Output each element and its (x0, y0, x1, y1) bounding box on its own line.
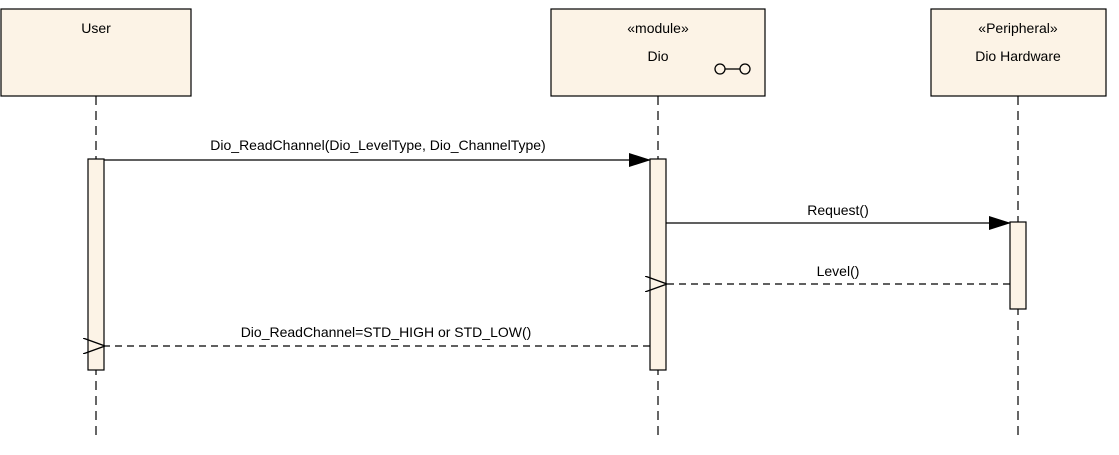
message-request-call-label: Request() (807, 202, 868, 218)
participant-dio-hardware[interactable]: «Peripheral» Dio Hardware (930, 8, 1107, 97)
activation-dio-hardware (1009, 221, 1027, 310)
activation-user (87, 158, 105, 371)
message-dio-readchannel-return-label: Dio_ReadChannel=STD_HIGH or STD_LOW() (241, 324, 532, 340)
participant-user-box (0, 8, 192, 97)
activation-dio (649, 158, 667, 371)
participant-user-name: User (81, 20, 111, 36)
participant-dio-name: Dio (647, 48, 668, 64)
participant-dio-hardware-stereotype: «Peripheral» (978, 20, 1058, 36)
message-request-call[interactable]: Request() (666, 202, 1011, 230)
participant-dio[interactable]: «module» Dio (550, 8, 766, 97)
message-dio-readchannel-call-label: Dio_ReadChannel(Dio_LevelType, Dio_Chann… (210, 137, 545, 153)
participant-user[interactable]: User (0, 8, 192, 97)
participant-dio-hardware-name: Dio Hardware (975, 48, 1061, 64)
message-dio-readchannel-return[interactable]: Dio_ReadChannel=STD_HIGH or STD_LOW() (105, 324, 650, 346)
participant-dio-stereotype: «module» (627, 20, 689, 36)
message-level-return-label: Level() (817, 263, 860, 279)
component-glasses-icon (714, 63, 751, 75)
participant-dio-hardware-box (930, 8, 1107, 97)
message-dio-readchannel-call[interactable]: Dio_ReadChannel(Dio_LevelType, Dio_Chann… (104, 137, 651, 167)
participant-dio-box (550, 8, 766, 97)
message-level-return[interactable]: Level() (667, 263, 1010, 284)
